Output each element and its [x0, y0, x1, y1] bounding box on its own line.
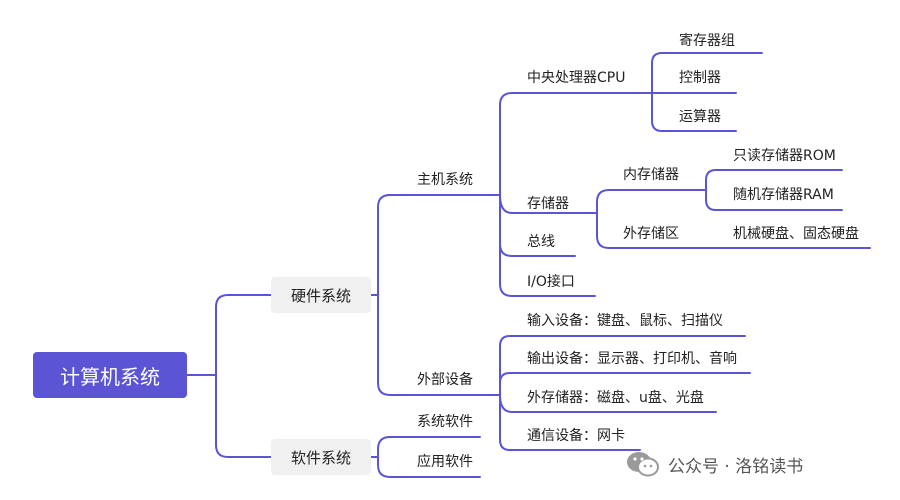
- cpu-node: 中央处理器CPU: [527, 70, 626, 86]
- bus-node: 总线: [527, 234, 555, 250]
- storage-node: 存储器: [527, 196, 569, 212]
- io-interface-node: I/O接口: [527, 274, 575, 290]
- software-system-node: 软件系统: [271, 439, 371, 475]
- hardware-system-node: 硬件系统: [271, 277, 371, 313]
- input-device-node: 输入设备：键盘、鼠标、扫描仪: [527, 313, 723, 329]
- external-storage-node: 外存储区: [623, 226, 679, 242]
- system-software-node: 系统软件: [417, 414, 473, 430]
- disk-node: 机械硬盘、固态硬盘: [733, 226, 859, 242]
- register-node: 寄存器组: [679, 33, 735, 49]
- wechat-icon: [627, 452, 659, 477]
- watermark-text: 公众号 · 洛铭读书: [668, 456, 804, 477]
- host-system-node: 主机系统: [417, 172, 473, 188]
- communication-device-node: 通信设备：网卡: [527, 428, 625, 444]
- alu-node: 运算器: [679, 109, 721, 125]
- controller-node: 控制器: [679, 70, 721, 86]
- root-node: 计算机系统: [33, 352, 187, 398]
- ram-node: 随机存储器RAM: [733, 187, 834, 203]
- peripheral-node: 外部设备: [417, 372, 473, 388]
- internal-storage-node: 内存储器: [623, 167, 679, 183]
- application-software-node: 应用软件: [417, 454, 473, 470]
- watermark: 公众号 · 洛铭读书: [626, 451, 803, 477]
- rom-node: 只读存储器ROM: [733, 148, 836, 164]
- output-device-node: 输出设备：显示器、打印机、音响: [527, 351, 737, 367]
- external-memory-node: 外存储器：磁盘、u盘、光盘: [527, 390, 704, 406]
